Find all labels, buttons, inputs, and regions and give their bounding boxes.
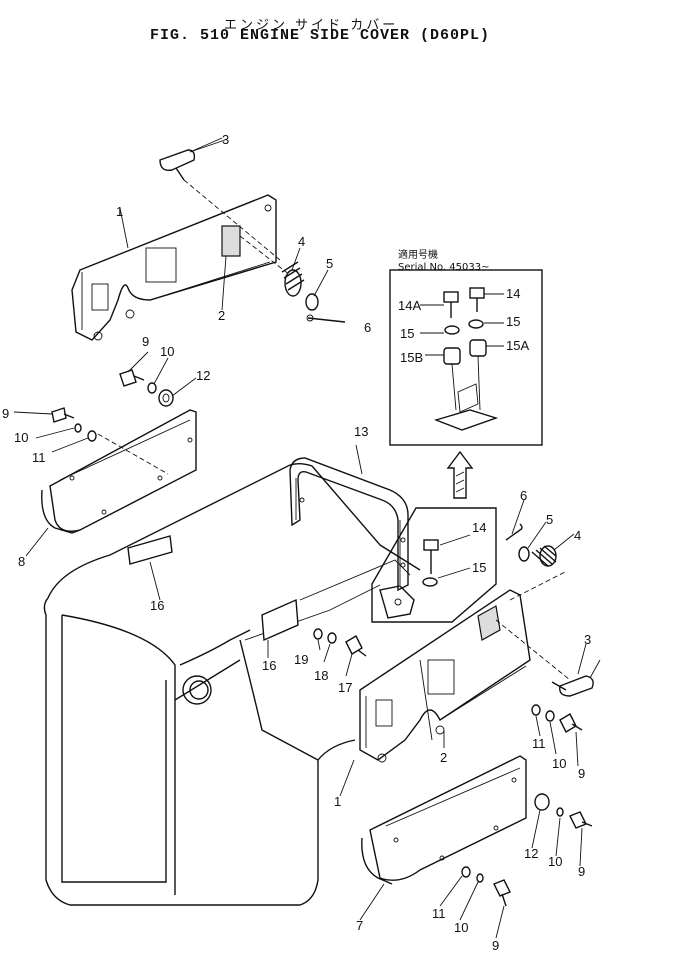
callout-9-d: 9	[578, 864, 585, 879]
serial-inset	[389, 269, 543, 446]
callout-15-left: 15	[400, 326, 414, 341]
side-cover-lower	[359, 571, 571, 763]
callouts: 1 1 2 2 3 3 4 4 5 5 6 6 7 8 9 9 9 9 9 10…	[2, 132, 591, 953]
callout-15A: 15A	[506, 338, 529, 353]
callout-4-upper: 4	[298, 234, 305, 249]
callout-19: 19	[294, 652, 308, 667]
callout-14-serial: 14	[506, 286, 520, 301]
callout-18: 18	[314, 668, 328, 683]
callout-8: 8	[18, 554, 25, 569]
handle-lower	[551, 659, 601, 697]
callout-3-upper: 3	[222, 132, 229, 147]
bottom-cover-left	[41, 407, 197, 534]
callout-13: 13	[354, 424, 368, 439]
callout-3-lower: 3	[584, 632, 591, 647]
side-cover-upper	[71, 194, 277, 341]
callout-10-c: 10	[552, 756, 566, 771]
figure-title: FIG. 510 ENGINE SIDE COVER (D60PL)	[150, 27, 491, 44]
title-japanese: エンジン サイド カバー	[224, 18, 399, 33]
serial-label-jp: 適用号機	[398, 248, 438, 261]
callout-9-a: 9	[142, 334, 149, 349]
callout-11-a: 11	[32, 450, 46, 465]
plate-16	[127, 535, 299, 658]
engine-hood	[43, 463, 421, 906]
callout-5-lower: 5	[546, 512, 553, 527]
callout-9-c: 9	[578, 766, 585, 781]
callout-15-right: 15	[506, 314, 520, 329]
callout-11-b: 11	[532, 736, 546, 751]
callout-1-lower: 1	[334, 794, 341, 809]
callout-2-lower: 2	[440, 750, 447, 765]
handle-upper	[159, 139, 291, 276]
callout-4-lower: 4	[574, 528, 581, 543]
callout-6-upper: 6	[364, 320, 371, 335]
callout-9-e: 9	[492, 938, 499, 953]
bottom-cover-right	[361, 755, 593, 907]
frame-13	[289, 444, 409, 592]
callout-14-middle: 14	[472, 520, 486, 535]
leader-lines	[13, 137, 587, 939]
callout-10-e: 10	[454, 920, 468, 935]
callout-14A: 14A	[398, 298, 421, 313]
bolts-upper-left	[119, 369, 174, 407]
callout-10-d: 10	[548, 854, 562, 869]
bolts-lower-right	[531, 704, 583, 733]
callout-1-upper: 1	[116, 204, 123, 219]
callout-10-a: 10	[160, 344, 174, 359]
callout-5-upper: 5	[326, 256, 333, 271]
callout-9-b: 9	[2, 406, 9, 421]
callout-15-middle: 15	[472, 560, 486, 575]
callout-2-upper: 2	[218, 308, 225, 323]
inset-box-middle	[371, 507, 497, 623]
bolts-17-19	[313, 628, 367, 657]
callout-7: 7	[356, 918, 363, 933]
up-arrow	[446, 450, 474, 499]
spring-upper	[281, 261, 346, 323]
callout-16-b: 16	[262, 658, 276, 673]
callout-16-a: 16	[150, 598, 164, 613]
serial-label: Serial No. 45033~	[398, 262, 489, 273]
callout-12-b: 12	[524, 846, 538, 861]
callout-17: 17	[338, 680, 352, 695]
spring-lower	[505, 523, 557, 567]
callout-11-c: 11	[432, 906, 446, 921]
callout-15B: 15B	[400, 350, 423, 365]
callout-10-b: 10	[14, 430, 28, 445]
callout-6-lower: 6	[520, 488, 527, 503]
callout-12-a: 12	[196, 368, 210, 383]
